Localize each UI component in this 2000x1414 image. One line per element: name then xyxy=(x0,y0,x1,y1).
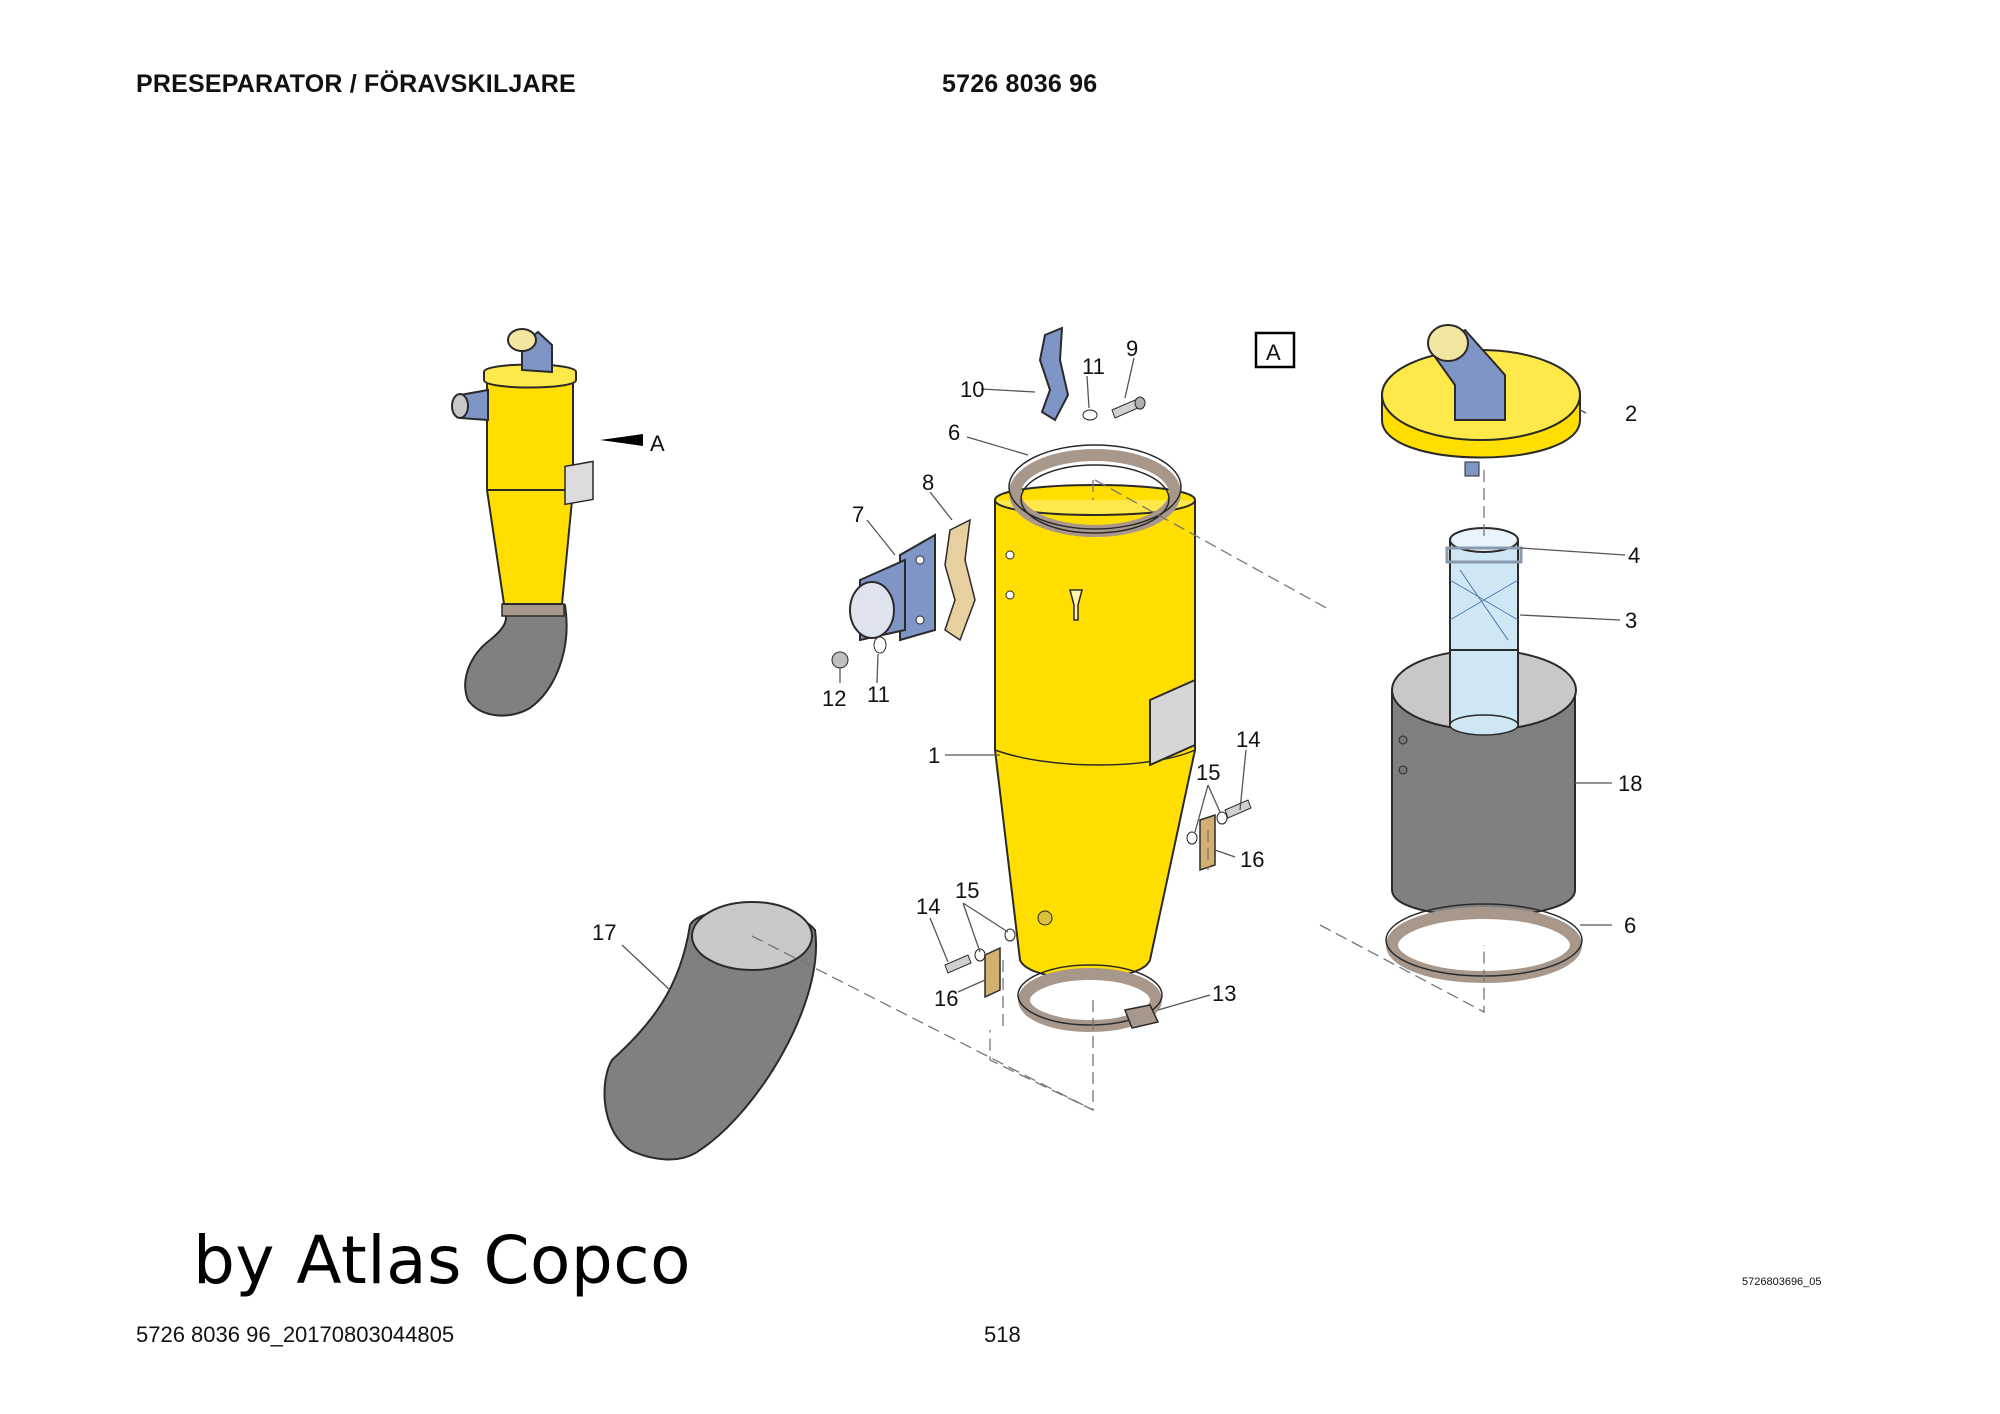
overview-label: A xyxy=(650,431,665,456)
callout-12: 12 xyxy=(822,686,846,711)
brand-watermark: by Atlas Copco xyxy=(193,1222,691,1299)
callout-6-top: 6 xyxy=(948,420,960,445)
callout-2: 2 xyxy=(1625,401,1637,426)
callout-8: 8 xyxy=(922,470,934,495)
page-number: 518 xyxy=(984,1322,1021,1347)
callout-11-top: 11 xyxy=(1082,354,1105,379)
callout-14-right: 14 xyxy=(1236,727,1260,752)
callout-15-right: 15 xyxy=(1196,760,1220,785)
view-label: A xyxy=(1266,340,1281,365)
callout-18: 18 xyxy=(1618,771,1642,796)
callout-6-lower: 6 xyxy=(1624,913,1636,938)
image-code: 5726803696_05 xyxy=(1742,1276,1822,1288)
callout-15-left: 15 xyxy=(955,878,979,903)
callout-16-left: 16 xyxy=(934,986,958,1011)
callout-4: 4 xyxy=(1628,543,1640,568)
hose-elbow xyxy=(603,901,818,1161)
brackets xyxy=(831,326,1252,999)
callout-16-right: 16 xyxy=(1240,847,1264,872)
callout-9: 10 xyxy=(960,377,984,402)
document-id: 5726 8036 96_20170803044805 xyxy=(136,1322,455,1347)
view-a-assembly: A xyxy=(1254,324,1583,983)
main-cyclone-body xyxy=(994,444,1196,1032)
callout-10: 9 xyxy=(1126,336,1138,361)
callout-1: 1 xyxy=(928,743,940,768)
leader-lines xyxy=(621,357,1626,1011)
callout-7: 7 xyxy=(852,502,864,527)
overview-assembly: A xyxy=(451,328,665,717)
callout-17: 17 xyxy=(592,920,616,945)
callout-3: 3 xyxy=(1625,608,1637,633)
callout-14-left: 14 xyxy=(916,894,940,919)
page-title: PRESEPARATOR / FÖRAVSKILJARE xyxy=(136,70,576,98)
callout-11-left: 11 xyxy=(867,682,890,707)
assembly-lines xyxy=(751,470,1485,1112)
callout-numbers: 10 11 9 6 8 7 12 11 1 2 4 3 18 6 14 15 1… xyxy=(592,336,1642,1011)
callout-13: 13 xyxy=(1212,981,1236,1006)
part-number: 5726 8036 96 xyxy=(942,70,1098,98)
